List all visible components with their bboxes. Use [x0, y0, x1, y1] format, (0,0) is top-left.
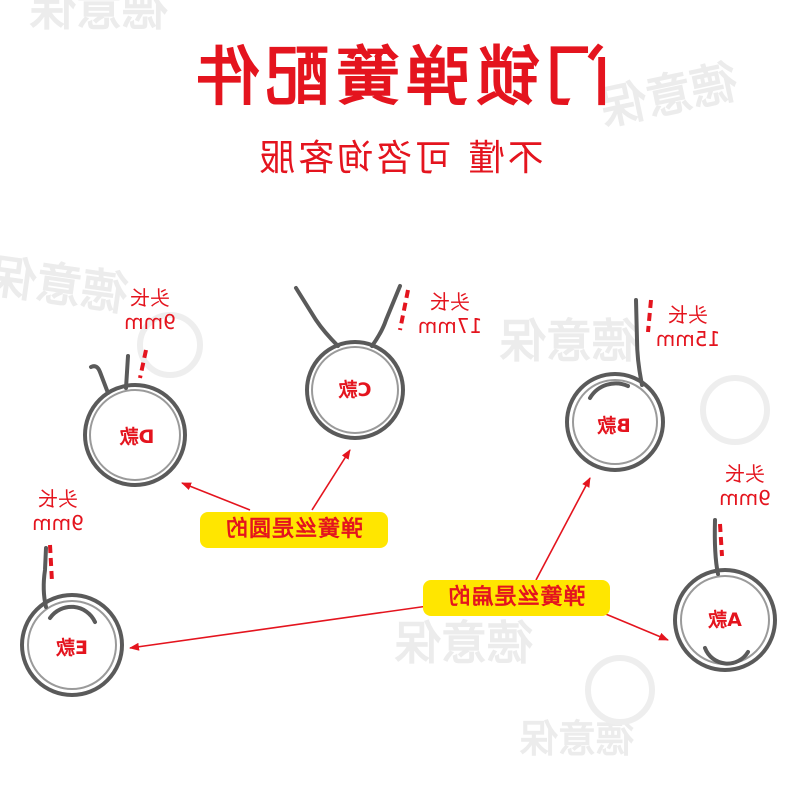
head-length-markers [48, 289, 724, 583]
model-label-c: C款 [338, 379, 372, 401]
head-length-label-d: 头长 9mm [124, 286, 176, 334]
callout-flat-wire-text: 弹簧丝是扁的 [447, 585, 586, 610]
spring-e [20, 546, 124, 697]
model-label-b: B款 [597, 415, 631, 437]
pointer-arrows [129, 449, 669, 651]
spring-c [294, 284, 405, 440]
callout-flat-wire: 弹簧丝是扁的 [423, 580, 610, 616]
page-subtitle: 不懂 可咨询客服 [256, 138, 544, 179]
spring-d [83, 354, 187, 487]
head-length-label-e: 头长 9mm [32, 487, 84, 535]
model-label-d: D款 [119, 426, 155, 448]
model-label-e: E款 [56, 637, 88, 659]
watermark-logo-icon [137, 312, 770, 725]
head-length-label-b: 头长 15mm [655, 303, 721, 351]
page-title: 门锁弹簧配件 [190, 41, 610, 115]
head-length-label-a: 头长 9mm [719, 462, 771, 510]
spring-a [673, 518, 777, 672]
head-length-label-c: 头长 17mm [417, 290, 483, 338]
model-label-a: A款 [708, 609, 742, 631]
callout-round-wire-text: 弹簧丝是圆的 [225, 517, 364, 542]
callout-round-wire: 弹簧丝是圆的 [200, 512, 388, 548]
spring-b [565, 298, 665, 472]
